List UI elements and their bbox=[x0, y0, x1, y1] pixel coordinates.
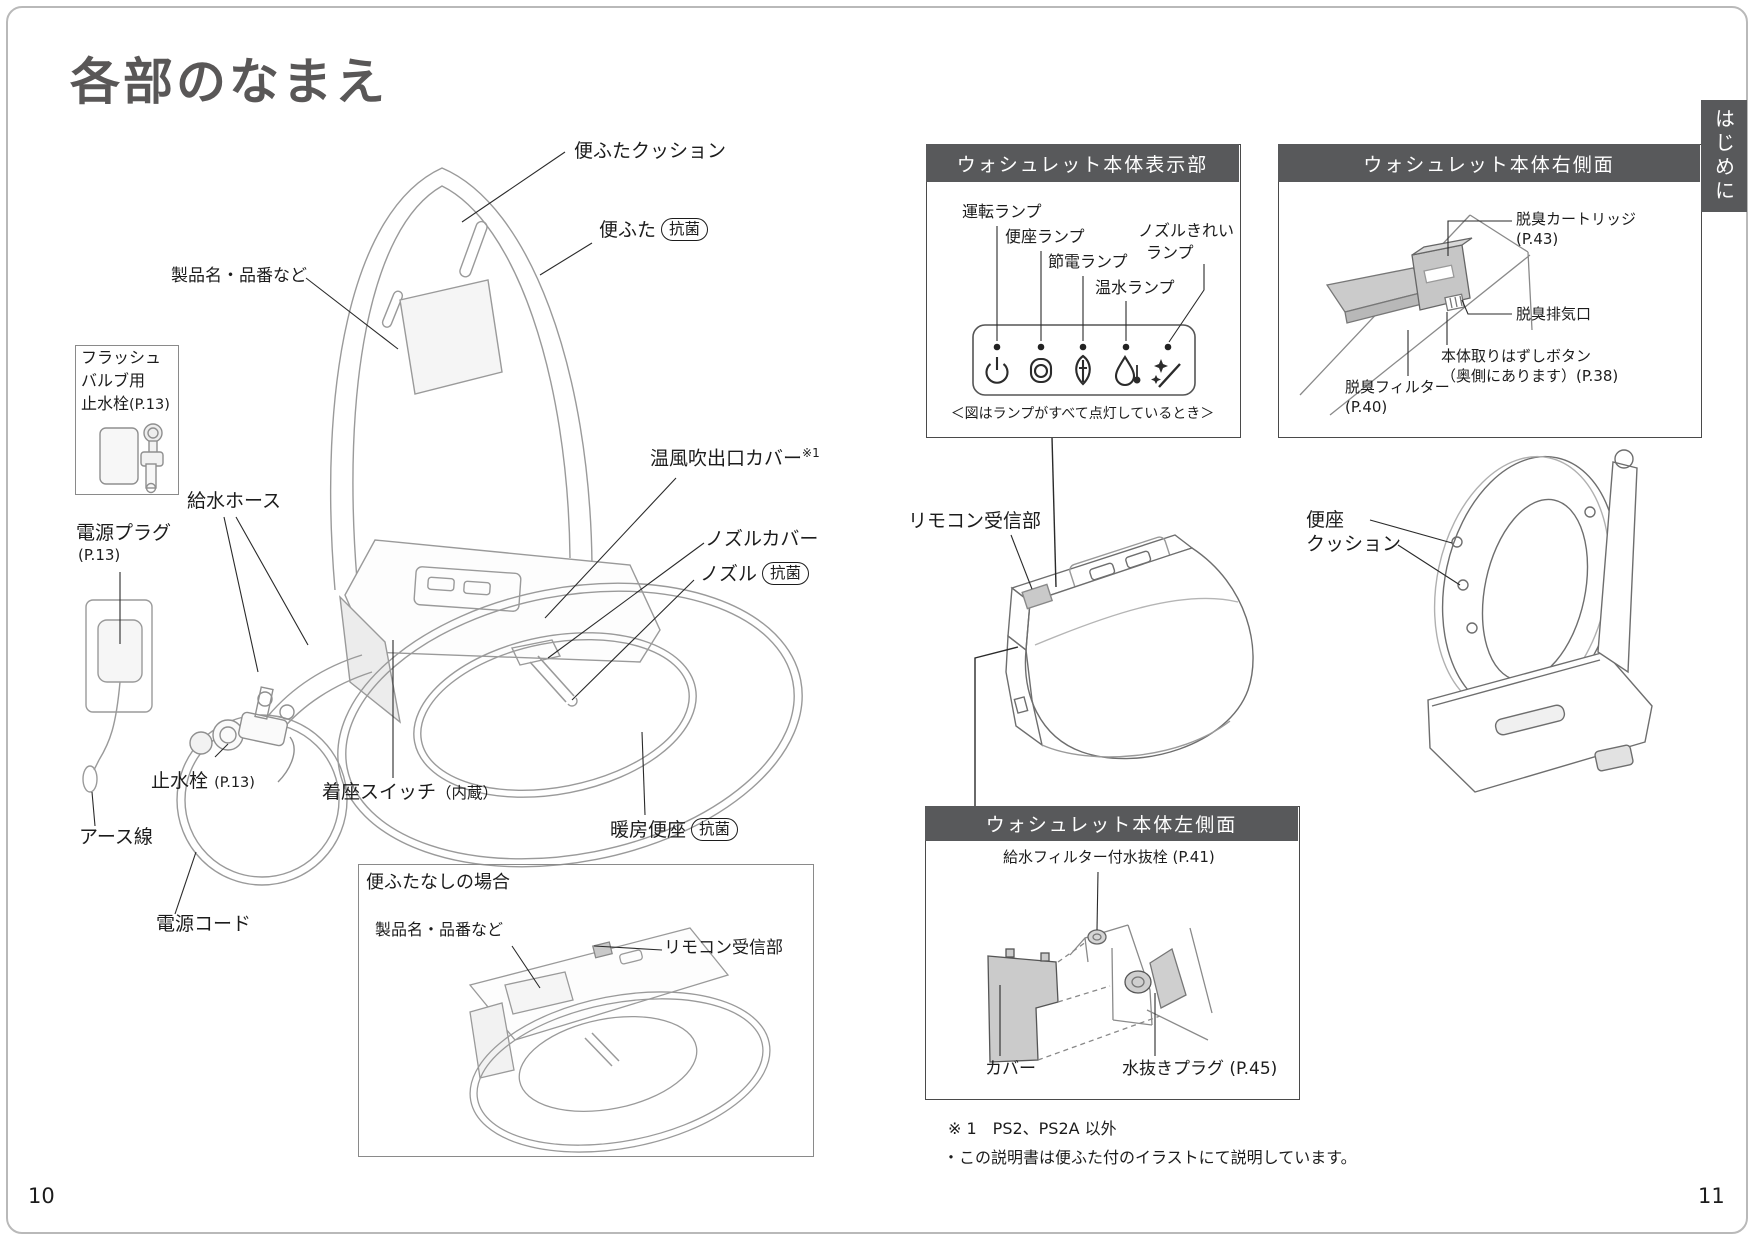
page-number-left: 10 bbox=[28, 1184, 55, 1208]
label-lid-cushion: 便ふたクッション bbox=[574, 140, 727, 162]
drain-cover-art bbox=[987, 924, 1213, 1063]
label-lamp-nozzle-2: ランプ bbox=[1146, 243, 1194, 262]
right-side-panel-box bbox=[1278, 144, 1702, 438]
label-deodorizer-outlet: 脱臭排気口 bbox=[1516, 305, 1592, 323]
footnote-2: ・この説明書は便ふた付のイラストにて説明しています。 bbox=[943, 1148, 1357, 1167]
label-deodorizer-cartridge: 脱臭カートリッジ bbox=[1516, 210, 1637, 228]
label-removal-button-2: （奥側にあります）(P.38) bbox=[1441, 367, 1619, 385]
seat-stand-art bbox=[1427, 449, 1653, 793]
label-water-hose: 給水ホース bbox=[187, 490, 282, 512]
flush-valve-box bbox=[75, 345, 179, 495]
antibacterial-badge: 抗菌 bbox=[691, 818, 739, 841]
label-power-cord: 電源コード bbox=[156, 913, 252, 935]
display-panel-header: ウォシュレット本体表示部 bbox=[926, 144, 1239, 182]
label-deodorizer-filter: 脱臭フィルター bbox=[1345, 378, 1450, 396]
label-lamp-water: 温水ランプ bbox=[1095, 278, 1175, 297]
antibacterial-badge: 抗菌 bbox=[661, 218, 709, 241]
seat-lamp-icon bbox=[1029, 357, 1053, 384]
right-side-panel-header: ウォシュレット本体右側面 bbox=[1278, 144, 1700, 182]
footnote-1: ※ 1 PS2、PS2A 以外 bbox=[948, 1119, 1117, 1138]
page-title: 各部のなまえ bbox=[70, 53, 388, 111]
label-flush-valve-3: 止水栓(P.13) bbox=[81, 394, 170, 413]
label-no-lid-title: 便ふたなしの場合 bbox=[366, 872, 510, 893]
label-heated-seat: 暖房便座抗菌 bbox=[610, 818, 739, 842]
label-seat-cushion-1: 便座 bbox=[1306, 509, 1345, 531]
label-cover: カバー bbox=[985, 1059, 1036, 1079]
page-number-right: 11 bbox=[1698, 1184, 1725, 1208]
washlet-unit-art bbox=[1005, 534, 1254, 760]
label-drain-valve: 給水フィルター付水抜栓 (P.41) bbox=[1003, 848, 1215, 866]
label-remote-receiver: リモコン受信部 bbox=[908, 510, 1042, 532]
label-no-lid-remote: リモコン受信部 bbox=[664, 938, 783, 958]
label-lamp-eco: 節電ランプ bbox=[1048, 252, 1128, 271]
label-removal-button-1: 本体取りはずしボタン bbox=[1441, 347, 1592, 365]
label-flush-valve-1: フラッシュ bbox=[81, 348, 162, 367]
section-tab-label: はじめに bbox=[1711, 108, 1736, 204]
main-toilet-art bbox=[82, 167, 803, 886]
label-nozzle: ノズル抗菌 bbox=[700, 562, 810, 586]
left-side-panel-header: ウォシュレット本体左側面 bbox=[925, 806, 1298, 841]
label-lid: 便ふた抗菌 bbox=[599, 218, 709, 242]
label-warm-air-cover: 温風吹出口カバー※1 bbox=[650, 446, 820, 470]
label-drain-plug: 水抜きプラグ (P.45) bbox=[1122, 1059, 1278, 1079]
warm-water-lamp-icon bbox=[1114, 355, 1141, 387]
lamp-panel-art bbox=[972, 324, 1196, 396]
label-power-plug: 電源プラグ bbox=[76, 522, 172, 544]
leader-lines bbox=[91, 151, 1512, 1056]
label-shutoff-valve: 止水栓 (P.13) bbox=[151, 770, 255, 792]
power-lamp-icon bbox=[985, 357, 1009, 384]
deodorizer-art bbox=[1299, 214, 1533, 416]
label-flush-valve-2: バルブ用 bbox=[81, 371, 146, 390]
label-power-plug-ref: (P.13) bbox=[78, 546, 121, 564]
label-product-name: 製品名・品番など bbox=[171, 266, 307, 286]
footnote-marker: ※1 bbox=[802, 446, 820, 460]
nozzle-clean-lamp-icon bbox=[1151, 359, 1181, 388]
label-nozzle-cover: ノズルカバー bbox=[705, 528, 819, 550]
label-lamp-nozzle-1: ノズルきれい bbox=[1138, 221, 1235, 240]
label-lamp-run: 運転ランプ bbox=[962, 202, 1042, 221]
eco-lamp-icon bbox=[1075, 354, 1091, 386]
label-earth-wire: アース線 bbox=[79, 826, 153, 848]
antibacterial-badge: 抗菌 bbox=[762, 562, 810, 585]
no-lid-box bbox=[358, 864, 814, 1157]
display-panel-box bbox=[926, 144, 1241, 438]
flush-valve-art bbox=[99, 423, 164, 494]
label-no-lid-product: 製品名・品番など bbox=[375, 920, 504, 939]
label-deodorizer-filter-ref: (P.40) bbox=[1345, 398, 1388, 416]
label-lamp-seat: 便座ランプ bbox=[1005, 227, 1085, 246]
label-seat-switch: 着座スイッチ（内蔵） bbox=[322, 781, 499, 803]
label-deodorizer-cartridge-ref: (P.43) bbox=[1516, 230, 1559, 248]
section-tab: はじめに bbox=[1701, 100, 1747, 212]
label-seat-cushion-2: クッション bbox=[1306, 533, 1402, 555]
lamp-caption: ＜図はランプがすべて点灯しているとき＞ bbox=[950, 406, 1215, 422]
